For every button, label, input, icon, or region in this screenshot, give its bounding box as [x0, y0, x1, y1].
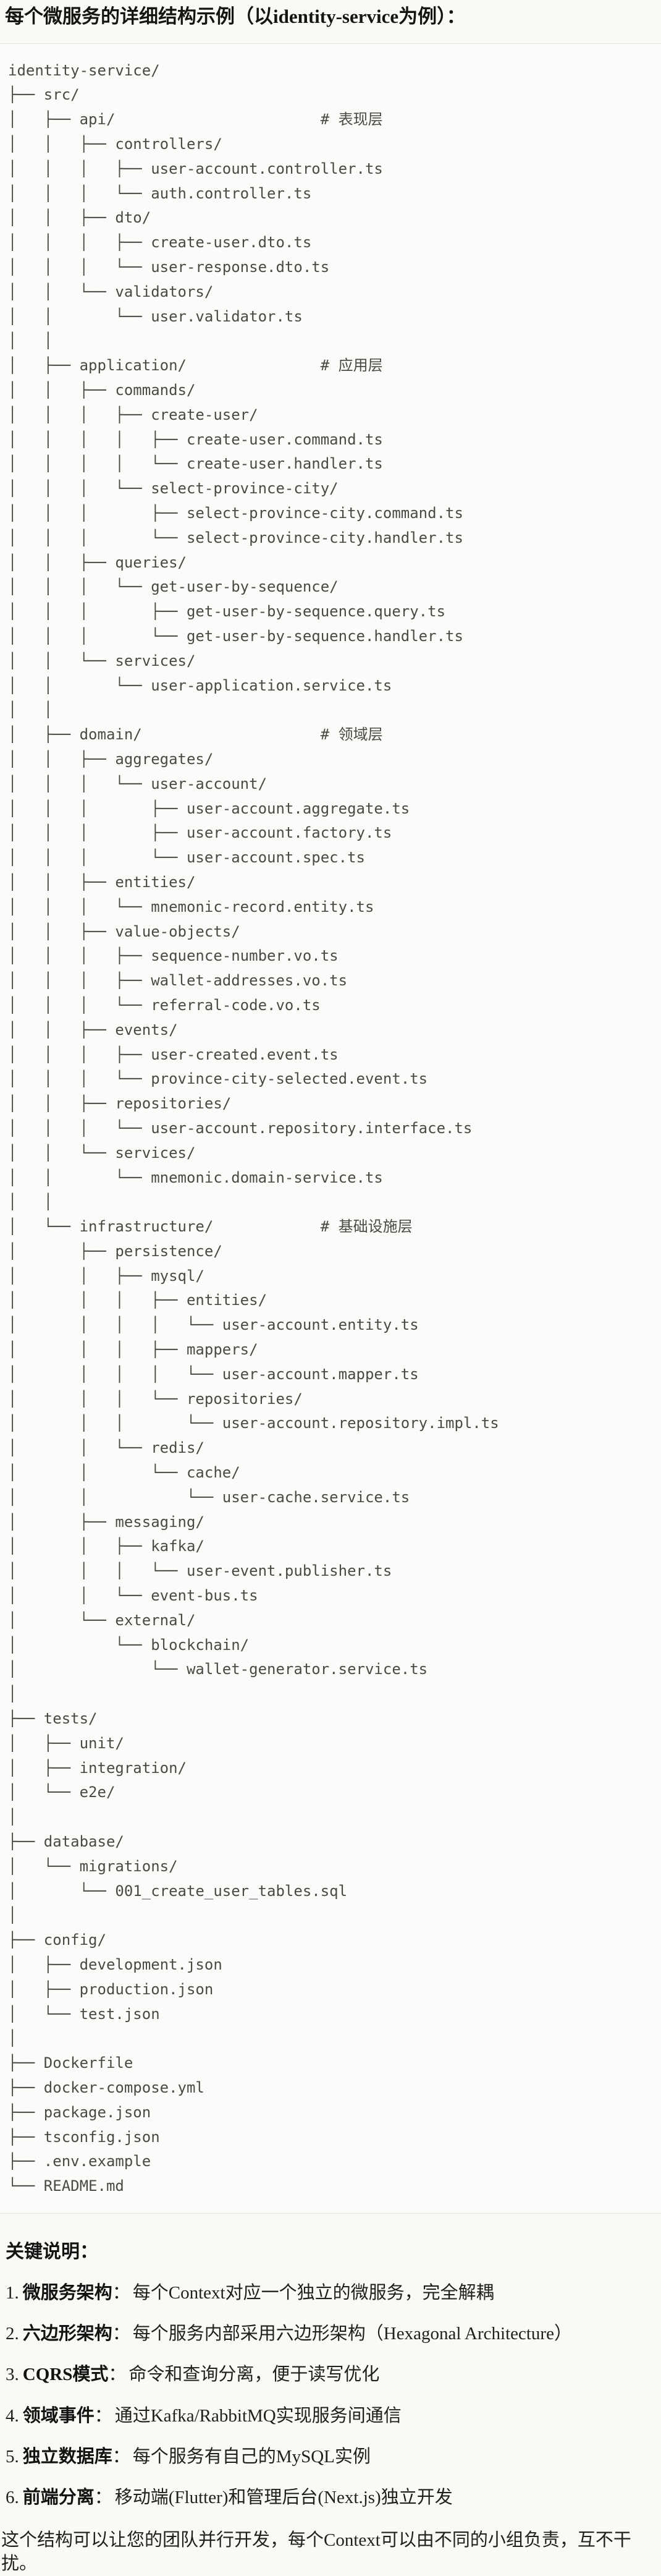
item-text: 每个Context对应一个独立的微服务，完全解耦 [132, 2282, 494, 2303]
list-item: 4.领域事件：通过Kafka/RabbitMQ实现服务间通信 [6, 2405, 655, 2427]
item-text: 每个服务有自己的MySQL实例 [132, 2446, 371, 2467]
closing-paragraph: 这个结构可以让您的团队并行开发，每个Context可以由不同的小组负责，互不干扰… [1, 2530, 631, 2574]
item-text: 通过Kafka/RabbitMQ实现服务间通信 [114, 2405, 402, 2426]
item-text: 命令和查询分离，便于读写优化 [128, 2365, 380, 2385]
notes-list: 1.微服务架构：每个Context对应一个独立的微服务，完全解耦 2.六边形架构… [6, 2282, 655, 2509]
item-text: 每个服务内部采用六边形架构（Hexagonal Architecture） [132, 2324, 572, 2344]
item-number: 3. [6, 2365, 19, 2385]
item-number: 6. [6, 2488, 19, 2508]
item-label: 微服务架构 [22, 2282, 112, 2303]
item-separator: ： [112, 2282, 130, 2303]
notes-heading: 关键说明： [6, 2241, 98, 2262]
item-label: 领域事件 [22, 2405, 95, 2426]
list-item: 5.独立数据库：每个服务有自己的MySQL实例 [6, 2446, 655, 2468]
code-block: identity-service/ ├── src/ │ ├── api/ # … [0, 43, 661, 2214]
item-label: CQRS模式 [22, 2365, 109, 2385]
list-item: 2.六边形架构：每个服务内部采用六边形架构（Hexagonal Architec… [6, 2323, 655, 2345]
item-number: 1. [6, 2282, 19, 2303]
item-number: 4. [6, 2405, 19, 2426]
item-separator: ： [108, 2365, 127, 2385]
directory-tree: identity-service/ ├── src/ │ ├── api/ # … [8, 61, 499, 2195]
item-label: 六边形架构 [22, 2324, 112, 2344]
list-item: 6.前端分离：移动端(Flutter)和管理后台(Next.js)独立开发 [6, 2486, 655, 2509]
item-label: 前端分离 [22, 2488, 95, 2508]
item-separator: ： [112, 2446, 130, 2467]
item-separator: ： [94, 2488, 112, 2508]
list-item: 1.微服务架构：每个Context对应一个独立的微服务，完全解耦 [6, 2282, 655, 2304]
item-text: 移动端(Flutter)和管理后台(Next.js)独立开发 [114, 2488, 453, 2508]
item-label: 独立数据库 [22, 2446, 112, 2467]
list-item: 3.CQRS模式：命令和查询分离，便于读写优化 [6, 2363, 655, 2386]
item-separator: ： [112, 2324, 130, 2344]
notes-section: 关键说明： 1.微服务架构：每个Context对应一个独立的微服务，完全解耦 2… [0, 2236, 661, 2576]
page-title: 每个微服务的详细结构示例（以identity-service为例）： [5, 6, 466, 27]
item-number: 5. [6, 2446, 19, 2467]
item-number: 2. [6, 2324, 19, 2344]
item-separator: ： [94, 2405, 112, 2426]
